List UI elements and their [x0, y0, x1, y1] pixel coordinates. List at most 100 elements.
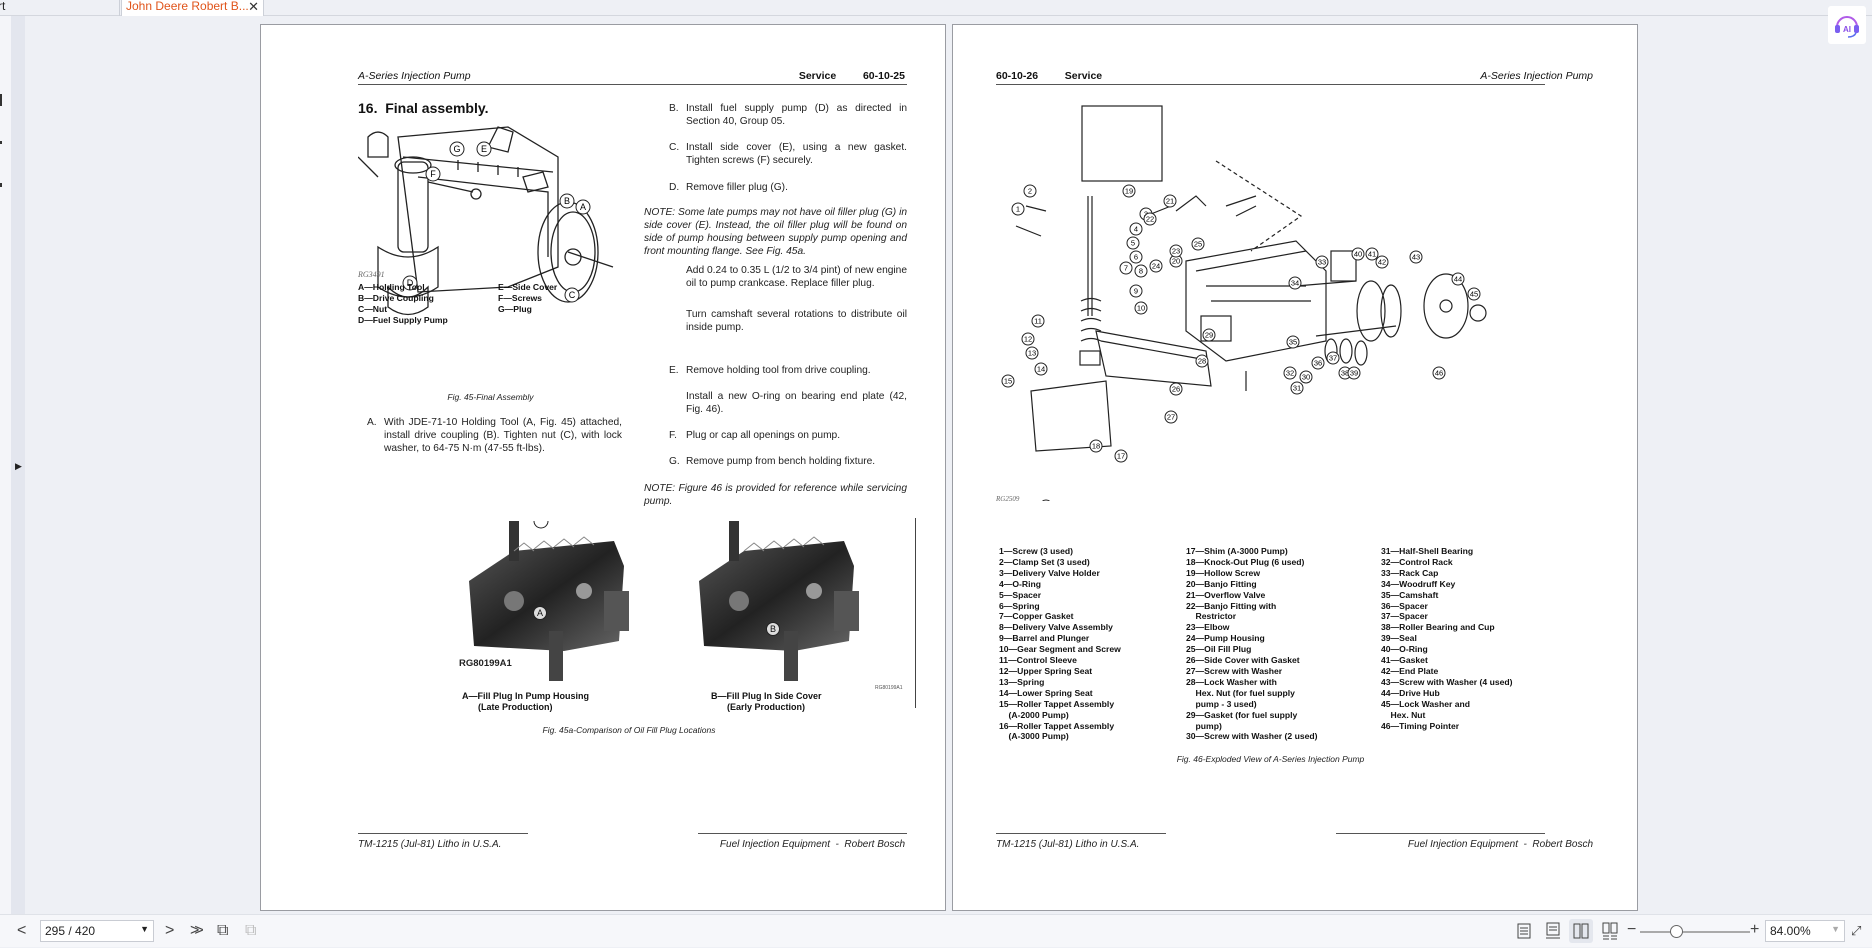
step-f: F.Plug or cap all openings on pump.: [669, 429, 907, 442]
legend-item: C—Nut: [358, 303, 388, 314]
callout-circle: [1288, 276, 1302, 290]
fullscreen-icon[interactable]: ⤢: [1851, 923, 1862, 938]
expand-sidebar-arrow-icon[interactable]: ▶: [15, 461, 22, 471]
legend-item: (A-2000 Pump): [999, 709, 1069, 720]
zoom-level-input[interactable]: 84.00% ▼: [1765, 920, 1845, 942]
caption-line: B—Fill Plug In Side Cover: [711, 691, 822, 701]
callout-label: 28: [1198, 356, 1206, 365]
column-rule: [915, 518, 916, 708]
step-g: G.Remove pump from bench holding fixture…: [669, 455, 907, 468]
zoom-level-value: 84.00%: [1770, 924, 1811, 938]
legend-item: Restrictor: [1186, 611, 1237, 622]
callout-circle: [1286, 335, 1300, 349]
callout-label: B: [564, 196, 570, 206]
sidebar-icon[interactable]: [0, 183, 2, 187]
document-page-right: 60-10-26 Service A-Series Injection Pump…: [952, 24, 1638, 911]
rotate-view-icon[interactable]: ⧉: [217, 922, 229, 939]
step-label: D.: [669, 182, 680, 193]
fig45a-caption: Fig. 45a-Comparison of Oil Fill Plug Loc…: [542, 725, 716, 735]
close-tab-icon[interactable]: ✕: [248, 0, 259, 14]
last-page-button[interactable]: >>: [190, 922, 204, 939]
callout-label: 32: [1286, 368, 1294, 377]
callout-label: 6: [1134, 252, 1138, 261]
callout-label: 17: [1117, 451, 1125, 460]
legend-item: 5—Spacer: [999, 589, 1042, 600]
two-page-continuous-view-button[interactable]: [1598, 919, 1622, 943]
two-page-view-button[interactable]: [1569, 919, 1593, 943]
callout-label: 46: [1435, 368, 1443, 377]
callout-label: 31: [1293, 383, 1301, 392]
step-text: Install side cover (E), using a new gask…: [686, 142, 907, 166]
legend-item: 6—Spring: [999, 600, 1040, 611]
callout-circle: [1191, 237, 1205, 251]
legend-item: 25—Oil Fill Plug: [1186, 644, 1252, 655]
tab-john-deere-document[interactable]: John Deere Robert B...✕: [121, 0, 264, 16]
next-page-button[interactable]: >: [165, 922, 175, 939]
legend-item: 7—Copper Gasket: [999, 611, 1074, 622]
footer-rule: [698, 833, 907, 834]
sidebar-collapsed-panel[interactable]: [11, 16, 25, 914]
tab-label: John Deere Robert B...: [126, 0, 249, 13]
compare-view-icon[interactable]: ⧉: [245, 922, 257, 939]
page-header-right: A-Series Injection Pump: [1480, 70, 1593, 82]
legend-item: 16—Roller Tappet Assembly: [999, 720, 1115, 731]
callout-circle: [1025, 346, 1039, 360]
callout-label: 9: [1134, 286, 1138, 295]
callout-label: E: [481, 144, 487, 154]
step-a: A. With JDE-71-10 Holding Tool (A, Fig. …: [367, 416, 622, 455]
tab-previous-document[interactable]: rt: [0, 0, 120, 16]
callout-circle: [1195, 354, 1209, 368]
callout-label: 14: [1037, 364, 1045, 373]
callout-circle: [1149, 259, 1163, 273]
zoom-slider-thumb[interactable]: [1670, 925, 1684, 938]
callout-label: C: [569, 290, 576, 300]
legend-item: B—Drive Coupling: [358, 292, 434, 303]
legend-item: 23—Elbow: [1186, 622, 1230, 633]
sidebar-icon[interactable]: [0, 94, 2, 106]
legend-item: 43—Screw with Washer (4 used): [1381, 676, 1513, 687]
callout-label: 27: [1167, 412, 1175, 421]
continuous-view-button[interactable]: [1541, 919, 1565, 943]
legend-item: 42—End Plate: [1381, 665, 1439, 676]
legend-item: (A-3000 Pump): [999, 731, 1069, 742]
callout-label: 18: [1092, 441, 1100, 450]
callout-label: 7: [1124, 263, 1128, 272]
step-e: E.Remove holding tool from drive couplin…: [669, 364, 907, 377]
single-page-view-button[interactable]: [1512, 919, 1536, 943]
legend-item: 11—Control Sleeve: [999, 655, 1077, 666]
step-b: B.Install fuel supply pump (D) as direct…: [669, 102, 907, 128]
callout-circle: [1129, 284, 1143, 298]
page-header-right: Service 60-10-25: [798, 70, 905, 82]
fig45a-callout-b: B: [766, 622, 780, 636]
page-number-input[interactable]: 295 / 420▼: [40, 920, 154, 942]
legend-item: F—Screws: [498, 292, 542, 303]
previous-page-button[interactable]: <: [17, 922, 27, 939]
legend-item: 30—Screw with Washer (2 used): [1186, 731, 1318, 742]
callout-circle: [1134, 264, 1148, 278]
page-dropdown-icon[interactable]: ▼: [140, 924, 149, 934]
ai-assistant-button[interactable]: AI: [1828, 6, 1866, 44]
zoom-dropdown-icon[interactable]: ▼: [1831, 924, 1840, 934]
zoom-in-button[interactable]: +: [1750, 921, 1760, 938]
callout-label: 21: [1166, 196, 1174, 205]
fig45-legend-col1: A—Holding Tool B—Drive Coupling C—Nut D—…: [358, 282, 448, 326]
zoom-out-button[interactable]: −: [1627, 921, 1637, 938]
section-title: 16. Final assembly.: [358, 100, 489, 116]
callout-label: 26: [1172, 384, 1180, 393]
ai-headset-icon: AI: [1835, 16, 1859, 38]
step-label: B.: [669, 103, 679, 114]
callout-label: 8: [1139, 266, 1143, 275]
callout-label: 25: [1194, 239, 1202, 248]
callout-label: 30: [1302, 372, 1310, 381]
legend-item: Hex. Nut (for fuel supply: [1186, 687, 1295, 698]
zoom-slider[interactable]: [1640, 931, 1750, 933]
document-page-left: A-Series Injection Pump Service 60-10-25…: [260, 24, 946, 911]
footer-rule: [1336, 833, 1545, 834]
callout-label: G: [453, 144, 460, 154]
legend-item: 19—Hollow Screw: [1186, 567, 1261, 578]
callout-label: 29: [1205, 330, 1213, 339]
callout-circle: [1023, 184, 1037, 198]
callout-circle: [1467, 287, 1481, 301]
sidebar-icon[interactable]: [0, 141, 2, 144]
